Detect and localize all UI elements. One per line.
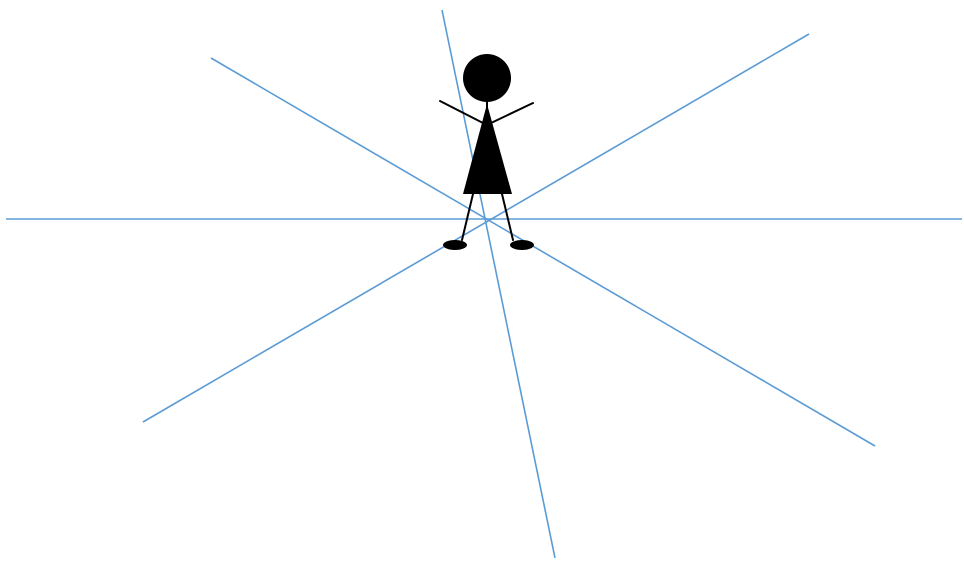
line-descending — [211, 58, 875, 446]
figure-right-arm — [491, 103, 533, 123]
figure-head — [463, 54, 511, 102]
stick-figure — [440, 54, 534, 250]
figure-right-leg — [502, 194, 513, 240]
figure-left-shoe — [443, 240, 467, 250]
figure-right-shoe — [510, 240, 534, 250]
